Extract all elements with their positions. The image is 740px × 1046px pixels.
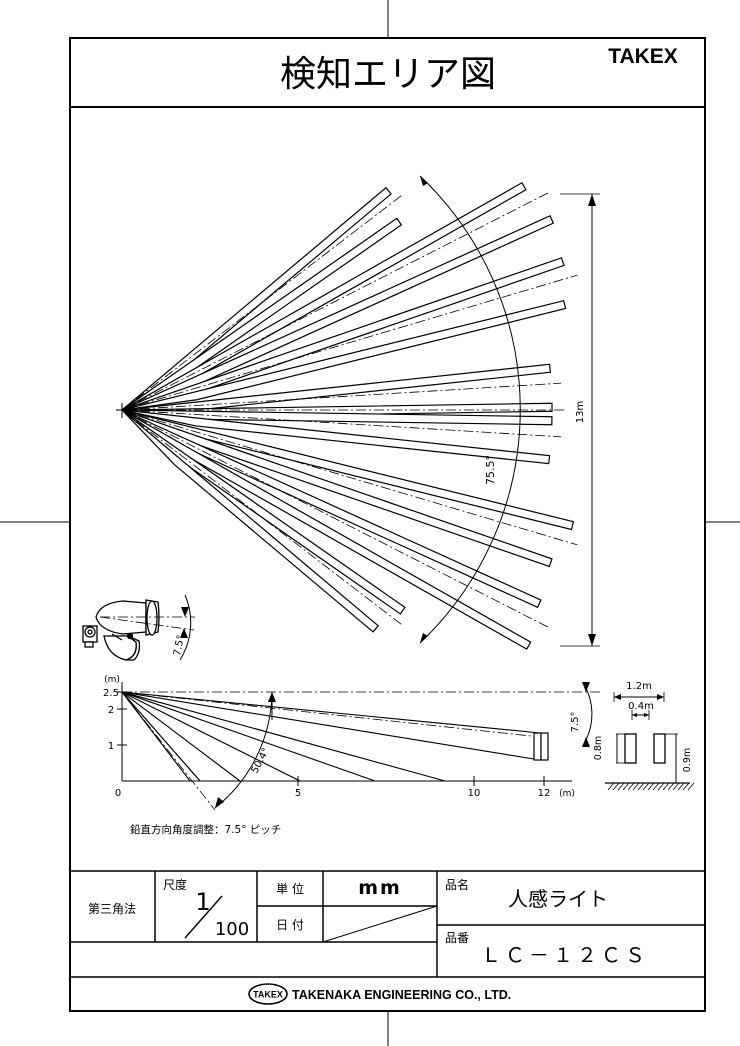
detection-zone-beam [121,409,551,465]
brand-logo: TAKEX [608,45,678,68]
side-y-unit: (m) [104,675,120,685]
ground-hatch [672,782,680,791]
ground-hatch [612,782,620,791]
target-outer-width: 1.2m [626,681,652,692]
product-no-label: 品番 [445,931,469,945]
zone-center-axis [121,409,578,546]
side-y-tick-1: 1 [108,741,114,752]
side-beam-line [121,691,241,782]
sensor-tilt-dimension [99,594,195,661]
scale-numerator: 1 [195,888,210,916]
zone-center-axis [121,274,578,411]
ground-hatch [667,782,675,791]
angle-label: 75.5° [484,455,497,485]
depth-label: 13m [575,401,586,423]
ground-hatch [662,782,670,791]
drawing-frame [69,37,706,1012]
zone-axes [121,191,578,629]
zone-center-axis [121,409,550,629]
vertical-adjust-caption: 鉛直方向角度調整：7.5° ピッチ [130,823,281,836]
scale-denominator: 100 [215,919,249,940]
side-x-tick-12: 12 [538,788,551,799]
scale-label: 尺度 [163,877,187,892]
zone-center-axis [121,409,404,627]
title-block [70,870,705,978]
ground-hatch [647,782,655,791]
ground-hatch [677,782,685,791]
side-y-tick-2.5: 2.5 [103,688,119,699]
side-beam-line [121,691,541,761]
projection-method: 第三角法 [88,902,136,916]
zone-center-axis [121,193,404,411]
side-x-tick-0: 0 [115,788,121,799]
side-x-unit: (m) [559,789,575,799]
side-near-beam [121,691,202,782]
company-logo: TAKEX [248,983,288,1005]
product-name-label: 品名 [445,877,469,892]
sensor-light-illustration [82,599,160,661]
side-x-tick-5: 5 [295,788,301,799]
detection-zone-beam [121,299,567,411]
ground-hatch [687,782,695,791]
side-beam-line [121,691,301,782]
product-no: ＬＣ－１２ＣＳ [481,943,649,967]
zone-center-axis [121,382,562,411]
ground-hatch [642,782,650,791]
ground-hatch [622,782,630,791]
side-beam-line [121,691,376,782]
side-beam-line [121,691,446,782]
ground-hatch [637,782,645,791]
target-inner-width: 0.4m [628,701,654,712]
target-dimension-diagram [605,692,695,791]
detection-zone-beam [121,409,532,650]
ground-hatch [682,782,690,791]
zone-center-axis [121,191,550,411]
side-angle-label: 50.4° [250,746,273,775]
zone-center-axis [121,409,562,438]
company-logo-mark: TAKEX [253,990,283,1000]
unit-label: 単 位 [276,881,304,896]
date-label: 日 付 [276,918,304,932]
side-view [117,682,600,811]
ground-hatch [607,782,615,791]
side-beam-line [121,691,541,734]
ground-hatch [617,782,625,791]
target-height: 0.8m [593,736,604,760]
top-view [116,175,600,650]
ground-hatch [657,782,665,791]
product-name: 人感ライト [508,887,608,911]
detection-zones [121,181,575,650]
side-x-tick-10: 10 [468,788,481,799]
side-y-tick-2: 2 [108,705,114,716]
angle-arc [419,175,521,644]
ground-hatch [632,782,640,791]
ground-hatch [652,782,660,791]
company-name: TAKENAKA ENGINEERING CO., LTD. [292,988,511,1002]
side-tilt-label: 7.5° [570,712,581,733]
detection-zone-beam [121,409,380,633]
sensor-tilt-label: 7.5° [172,634,187,657]
ground-hatch [627,782,635,791]
ground-height: 0.9m [682,748,693,772]
page-title: 検知エリア図 [280,54,496,95]
unit-value: mm [358,877,402,899]
